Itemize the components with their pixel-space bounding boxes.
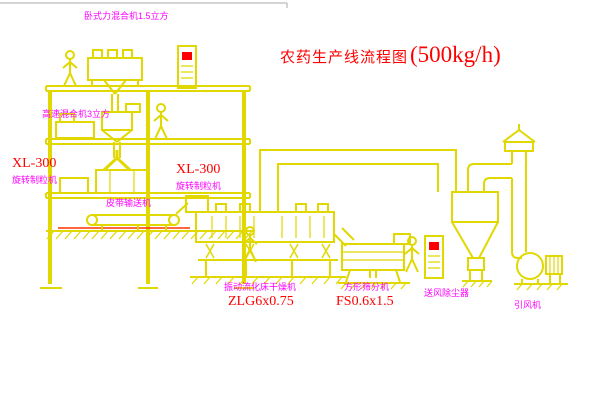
granulator-drawing <box>59 169 149 194</box>
label-dryer-model: ZLG6x0.75 <box>228 294 294 309</box>
belt-conveyor-drawing <box>86 202 189 230</box>
high-speed-mixer-drawing <box>55 113 95 139</box>
diagram-title: 农药生产线流程图 (500kg/h) <box>280 42 501 68</box>
worker-figure-second-floor <box>153 103 169 140</box>
intermediate-hopper-drawing <box>101 103 141 158</box>
worker-figure-top-floor <box>62 50 78 87</box>
diagram-title-text: 农药生产线流程图 <box>280 50 409 66</box>
label-sieve-name: 方形筛分机 <box>344 282 390 292</box>
top-border-line <box>0 2 288 8</box>
exhaust-stack-drawing <box>502 124 536 252</box>
label-granulator-left-model: XL-300 <box>12 156 57 171</box>
diagram-title-capacity: (500kg/h) <box>410 42 501 67</box>
square-sieve-drawing <box>333 227 411 290</box>
control-panel-1 <box>177 45 197 89</box>
label-dryer-name: 振动流化床干燥机 <box>224 282 297 292</box>
label-horizontal-mixer: 卧式力混合机1.5立方 <box>84 11 169 21</box>
label-sieve-model: FS0.6x1.5 <box>336 294 394 309</box>
label-high-speed-mixer: 高速混合机3立方 <box>42 109 111 119</box>
building-frame <box>40 85 254 289</box>
label-dust-collector: 送风除尘器 <box>424 288 470 298</box>
y-pipe-drawing <box>102 150 132 172</box>
label-granulator-mid-name: 旋转制粒机 <box>176 181 222 191</box>
control-panel-2 <box>424 235 444 279</box>
induced-fan-drawing <box>511 251 568 291</box>
label-induced-fan: 引风机 <box>514 300 542 310</box>
label-granulator-left-name: 旋转制粒机 <box>12 175 58 185</box>
worker-figure-sieve <box>404 236 420 273</box>
label-belt-conveyor: 皮带输送机 <box>106 198 152 208</box>
fluid-bed-dryer-drawing <box>185 195 346 285</box>
label-granulator-mid-model: XL-300 <box>176 162 221 177</box>
horizontal-mixer-drawing <box>87 49 143 112</box>
exhaust-duct-drawing <box>259 149 457 212</box>
cyclone-separator-drawing <box>451 163 512 288</box>
